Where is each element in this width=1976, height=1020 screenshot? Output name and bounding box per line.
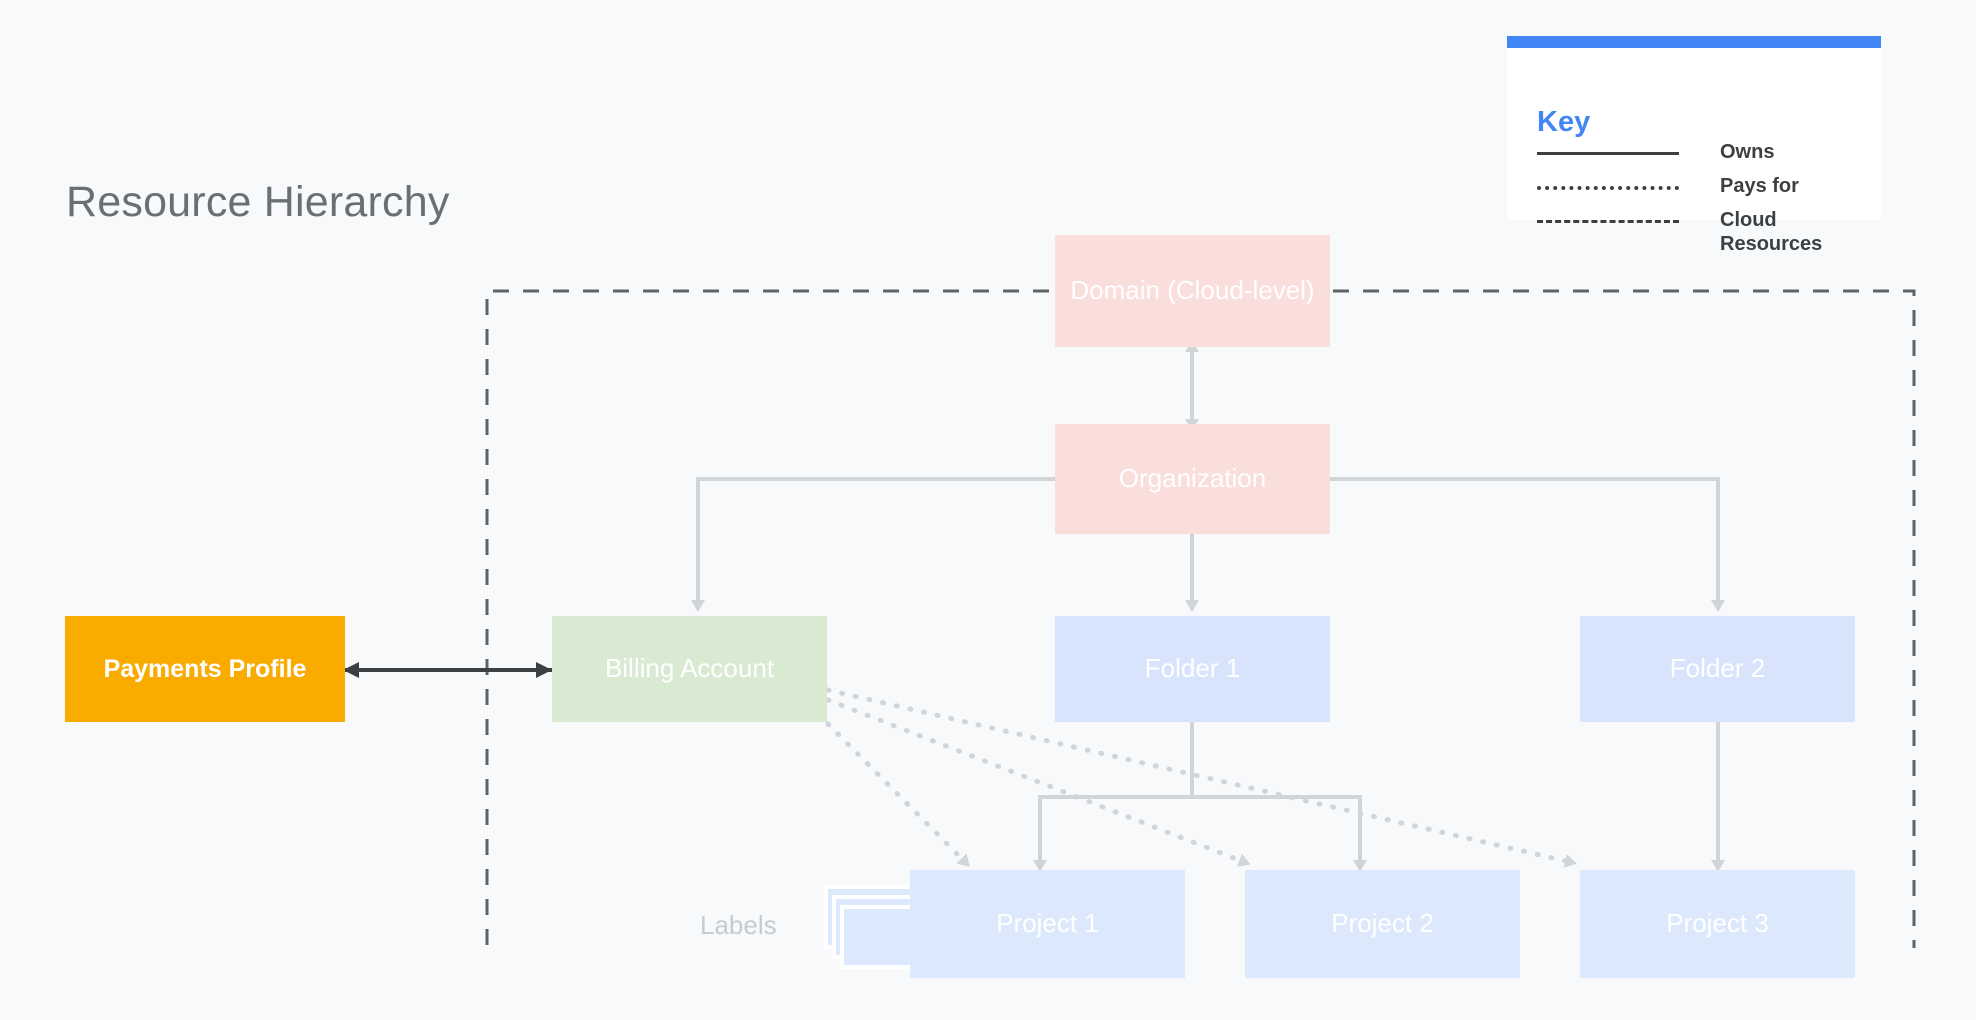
edge-folder-1-project-1 (1033, 795, 1192, 872)
node-billing-account[interactable]: Billing Account (552, 616, 827, 722)
node-project-1-label: Project 1 (996, 908, 1099, 939)
key-title: Key (1537, 106, 1591, 138)
edge-organization-billing-account (691, 477, 1055, 612)
key-line-solid-icon (1537, 152, 1679, 155)
node-project-1[interactable]: Project 1 (910, 870, 1185, 978)
node-organization[interactable]: Organization (1055, 424, 1330, 534)
node-organization-label: Organization (1118, 463, 1267, 494)
key-label-cloud-resources: Cloud Resources (1720, 209, 1823, 256)
node-billing-account-label: Billing Account (604, 653, 775, 684)
node-domain-label: Domain (Cloud-level) (1070, 275, 1315, 306)
node-folder-2[interactable]: Folder 2 (1580, 616, 1855, 722)
node-domain[interactable]: Domain (Cloud-level) (1055, 235, 1330, 347)
key-row-cloud-resources: Cloud Resources (1507, 208, 1881, 255)
page-title: Resource Hierarchy (66, 178, 450, 226)
key-legend-card: Key Owns Pays for Cloud Resources (1507, 36, 1881, 255)
node-payments-profile[interactable]: Payments Profile (65, 616, 345, 722)
node-folder-1[interactable]: Folder 1 (1055, 616, 1330, 722)
key-line-dotted-icon (1537, 186, 1679, 190)
node-project-3-label: Project 3 (1666, 908, 1769, 939)
edge-billing-project-2 (825, 697, 1251, 867)
node-project-3[interactable]: Project 3 (1580, 870, 1855, 978)
labels-caption: Labels (700, 910, 777, 940)
edge-organization-folder-2 (1330, 477, 1725, 612)
node-project-2[interactable]: Project 2 (1245, 870, 1520, 978)
key-label-owns: Owns (1720, 141, 1775, 163)
key-line-dashed-icon (1537, 220, 1679, 223)
key-row-pays-for: Pays for (1507, 174, 1881, 208)
node-folder-2-label: Folder 2 (1669, 653, 1766, 684)
edge-folder-1-project-2 (1192, 795, 1367, 872)
key-row-owns: Owns (1507, 140, 1881, 174)
node-project-2-label: Project 2 (1331, 908, 1434, 939)
key-accent-bar (1507, 36, 1881, 48)
node-folder-1-label: Folder 1 (1144, 653, 1241, 684)
key-label-pays-for: Pays for (1720, 175, 1799, 197)
node-payments-profile-label: Payments Profile (103, 654, 307, 683)
edge-billing-project-1 (825, 721, 970, 867)
